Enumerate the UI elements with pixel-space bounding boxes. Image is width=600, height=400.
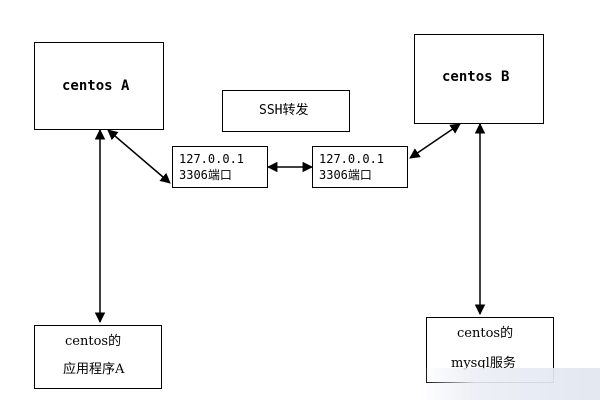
node-ssh-forward: SSH转发: [222, 90, 350, 132]
node-mysql-line2: mysql服务: [451, 356, 516, 371]
node-centos-b-label: centos B: [442, 69, 510, 85]
node-port-right-ip: 127.0.0.1: [319, 152, 385, 166]
node-port-left: 127.0.0.1 3306端口: [172, 146, 268, 188]
node-mysql-line1: centos的: [457, 326, 514, 341]
node-centos-a: centos A: [34, 42, 164, 130]
node-app-a-line2: 应用程序A: [63, 362, 125, 377]
arrow-port-right-to-centos-b: [409, 123, 461, 159]
node-ssh-forward-label: SSH转发: [259, 103, 309, 118]
node-app-a-line1: centos的: [65, 334, 122, 349]
node-centos-a-label: centos A: [62, 78, 130, 94]
arrow-centos-a-to-port-left: [107, 129, 171, 184]
node-port-left-port: 3306端口: [179, 168, 232, 182]
node-port-left-ip: 127.0.0.1: [179, 152, 245, 166]
watermark-overlay: [420, 368, 600, 400]
node-centos-b: centos B: [414, 34, 544, 124]
node-port-right: 127.0.0.1 3306端口: [312, 146, 408, 188]
node-port-right-port: 3306端口: [319, 168, 372, 182]
node-app-a: centos的 应用程序A: [34, 325, 162, 389]
